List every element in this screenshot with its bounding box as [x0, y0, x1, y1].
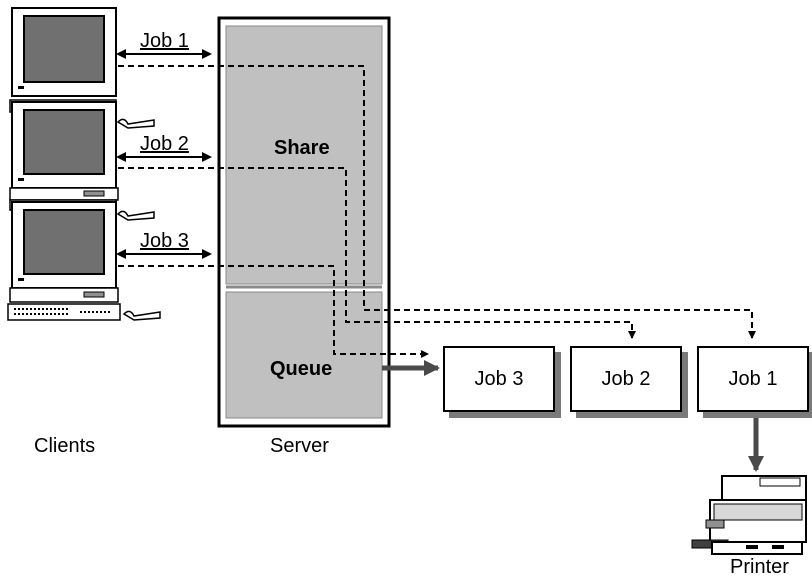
- queue-box-job3: Job 3: [443, 346, 555, 412]
- client-computer-2: [9, 99, 155, 201]
- queue-box-label: Job 2: [601, 367, 651, 390]
- client-job-label-2: Job 2: [140, 133, 189, 155]
- server-label: Server: [270, 435, 329, 457]
- queue-box-job2: Job 2: [570, 346, 682, 412]
- printer-icon: [691, 475, 807, 555]
- job3-dashed-path: [118, 265, 429, 358]
- client-computer-3: [7, 199, 161, 321]
- queue-box-label: Job 1: [728, 367, 778, 390]
- printer-label: Printer: [730, 556, 789, 578]
- queue-label: Queue: [270, 358, 333, 380]
- client-job-label-3: Job 3: [140, 230, 189, 252]
- job1-dashed-path: [118, 65, 756, 339]
- clients-label: Clients: [34, 435, 96, 457]
- client-computer-1: [11, 7, 117, 97]
- server-box: [217, 16, 391, 428]
- queue-box-job1: Job 1: [697, 346, 809, 412]
- share-label: Share: [274, 137, 330, 159]
- job2-dashed-path: [118, 167, 636, 339]
- client-job-label-1: Job 1: [140, 30, 189, 52]
- queue-box-label: Job 3: [474, 367, 524, 390]
